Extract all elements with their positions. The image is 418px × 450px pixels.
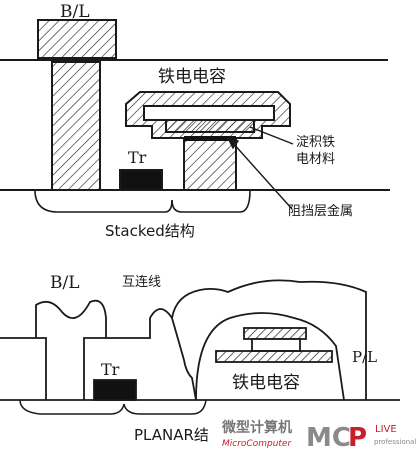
planar-structure — [0, 279, 400, 415]
stacked-caption: Stacked结构 — [105, 222, 195, 240]
stacked-bl-label: B/L — [60, 2, 90, 22]
planar-bottom-electrode — [215, 350, 333, 363]
watermark-logo-p: P — [348, 423, 367, 450]
stacked-diffusion-well-1 — [34, 189, 173, 213]
watermark-logo-live: LIVE — [375, 424, 397, 435]
watermark-cn: 微型计算机 — [221, 419, 292, 436]
stacked-leaders — [226, 126, 294, 210]
planar-bl-label: B/L — [50, 273, 80, 293]
stacked-bl-cap — [37, 19, 117, 59]
planar-diffusion-well-2 — [123, 399, 207, 415]
planar-ferroelectric-layer — [251, 338, 301, 352]
watermark: 微型计算机 MicroComputer MC P LIVE profession… — [221, 419, 416, 450]
barrier-metal-label: 阻挡层金属 — [288, 203, 353, 219]
barrier-metal-arrowhead — [226, 136, 240, 150]
ferro-material-label-line1: 淀积铁 — [296, 135, 335, 150]
stacked-diffusion-well-2 — [171, 189, 251, 213]
stacked-capacitor-label: 铁电电容 — [158, 67, 226, 87]
planar-top-electrode — [243, 327, 307, 340]
stacked-tr-label: Tr — [128, 148, 147, 167]
barrier-metal-leader — [231, 141, 293, 210]
stacked-ferroelectric-layer — [165, 119, 255, 133]
planar-interconnect-inner — [195, 312, 345, 401]
planar-caption: PLANAR结 — [134, 426, 209, 444]
planar-capacitor-label: 铁电电容 — [232, 373, 300, 393]
stacked-barrier-metal — [184, 136, 236, 141]
watermark-logo-sub: professional — [374, 438, 416, 446]
watermark-logo-mc: MC — [306, 423, 351, 450]
planar-transistor-gate — [93, 379, 137, 401]
stacked-structure — [0, 19, 390, 213]
planar-diffusion-well-1 — [19, 399, 125, 415]
planar-tr-label: Tr — [101, 360, 120, 379]
planar-interconnect — [171, 279, 367, 400]
ferro-material-leader — [249, 126, 294, 145]
stacked-capacitor-plug — [183, 139, 237, 191]
stacked-contact-plug — [51, 61, 101, 191]
watermark-en: MicroComputer — [222, 439, 292, 449]
planar-bl-contact — [0, 337, 47, 400]
planar-interconnect-label: 互连线 — [122, 274, 161, 290]
planar-pl-label: P/L — [352, 348, 377, 366]
stacked-capacitor-gap — [143, 105, 275, 121]
stacked-transistor-gate — [119, 169, 163, 191]
planar-oxide-profile — [35, 299, 107, 338]
ferro-material-label-line2: 电材料 — [296, 152, 335, 167]
